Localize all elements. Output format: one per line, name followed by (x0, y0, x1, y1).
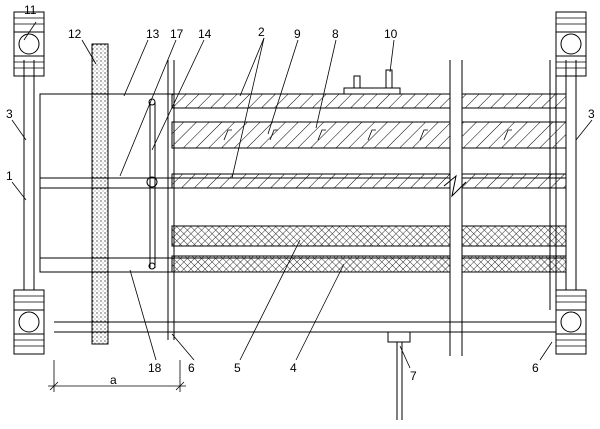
hatched-bar-top (171, 93, 567, 109)
label-1: 1 (6, 169, 13, 183)
hatched-bar-middle (171, 173, 567, 189)
leader-lines (11, 21, 593, 369)
label-11: 11 (24, 3, 37, 17)
left-plate (167, 60, 175, 340)
left-frame (23, 60, 35, 290)
label-6-left: 6 (188, 361, 195, 375)
crosshatch-bar-upper (171, 225, 567, 247)
label-3-right: 3 (588, 107, 595, 121)
label-18: 18 (148, 361, 162, 375)
crosshatch-bar-lower (171, 255, 567, 273)
label-9: 9 (294, 27, 301, 41)
dimension-a (48, 360, 186, 392)
label-14: 14 (198, 27, 212, 41)
label-4: 4 (290, 361, 297, 375)
top-bracket (343, 69, 401, 95)
right-plate (549, 60, 557, 310)
label-7: 7 (410, 369, 417, 383)
wheel-left-bottom (13, 289, 45, 355)
hatched-bar-second (171, 121, 567, 149)
label-12: 12 (68, 27, 82, 41)
right-frame (565, 60, 577, 290)
label-10: 10 (384, 27, 398, 41)
label-dim-a: a (110, 373, 117, 387)
wheel-right-bottom (555, 289, 587, 355)
bottom-rail (54, 321, 556, 420)
vertical-rod (146, 98, 158, 270)
hooks (223, 129, 512, 141)
break-line (443, 60, 467, 356)
wheel-right-top (555, 11, 587, 77)
label-3-left: 3 (6, 107, 13, 121)
label-8: 8 (332, 27, 339, 41)
concrete-column (91, 43, 109, 345)
label-5: 5 (234, 361, 241, 375)
label-6-right: 6 (532, 361, 539, 375)
label-17: 17 (170, 27, 184, 41)
wheel-left-top (13, 11, 45, 77)
label-2: 2 (258, 25, 265, 39)
label-13: 13 (146, 27, 160, 41)
